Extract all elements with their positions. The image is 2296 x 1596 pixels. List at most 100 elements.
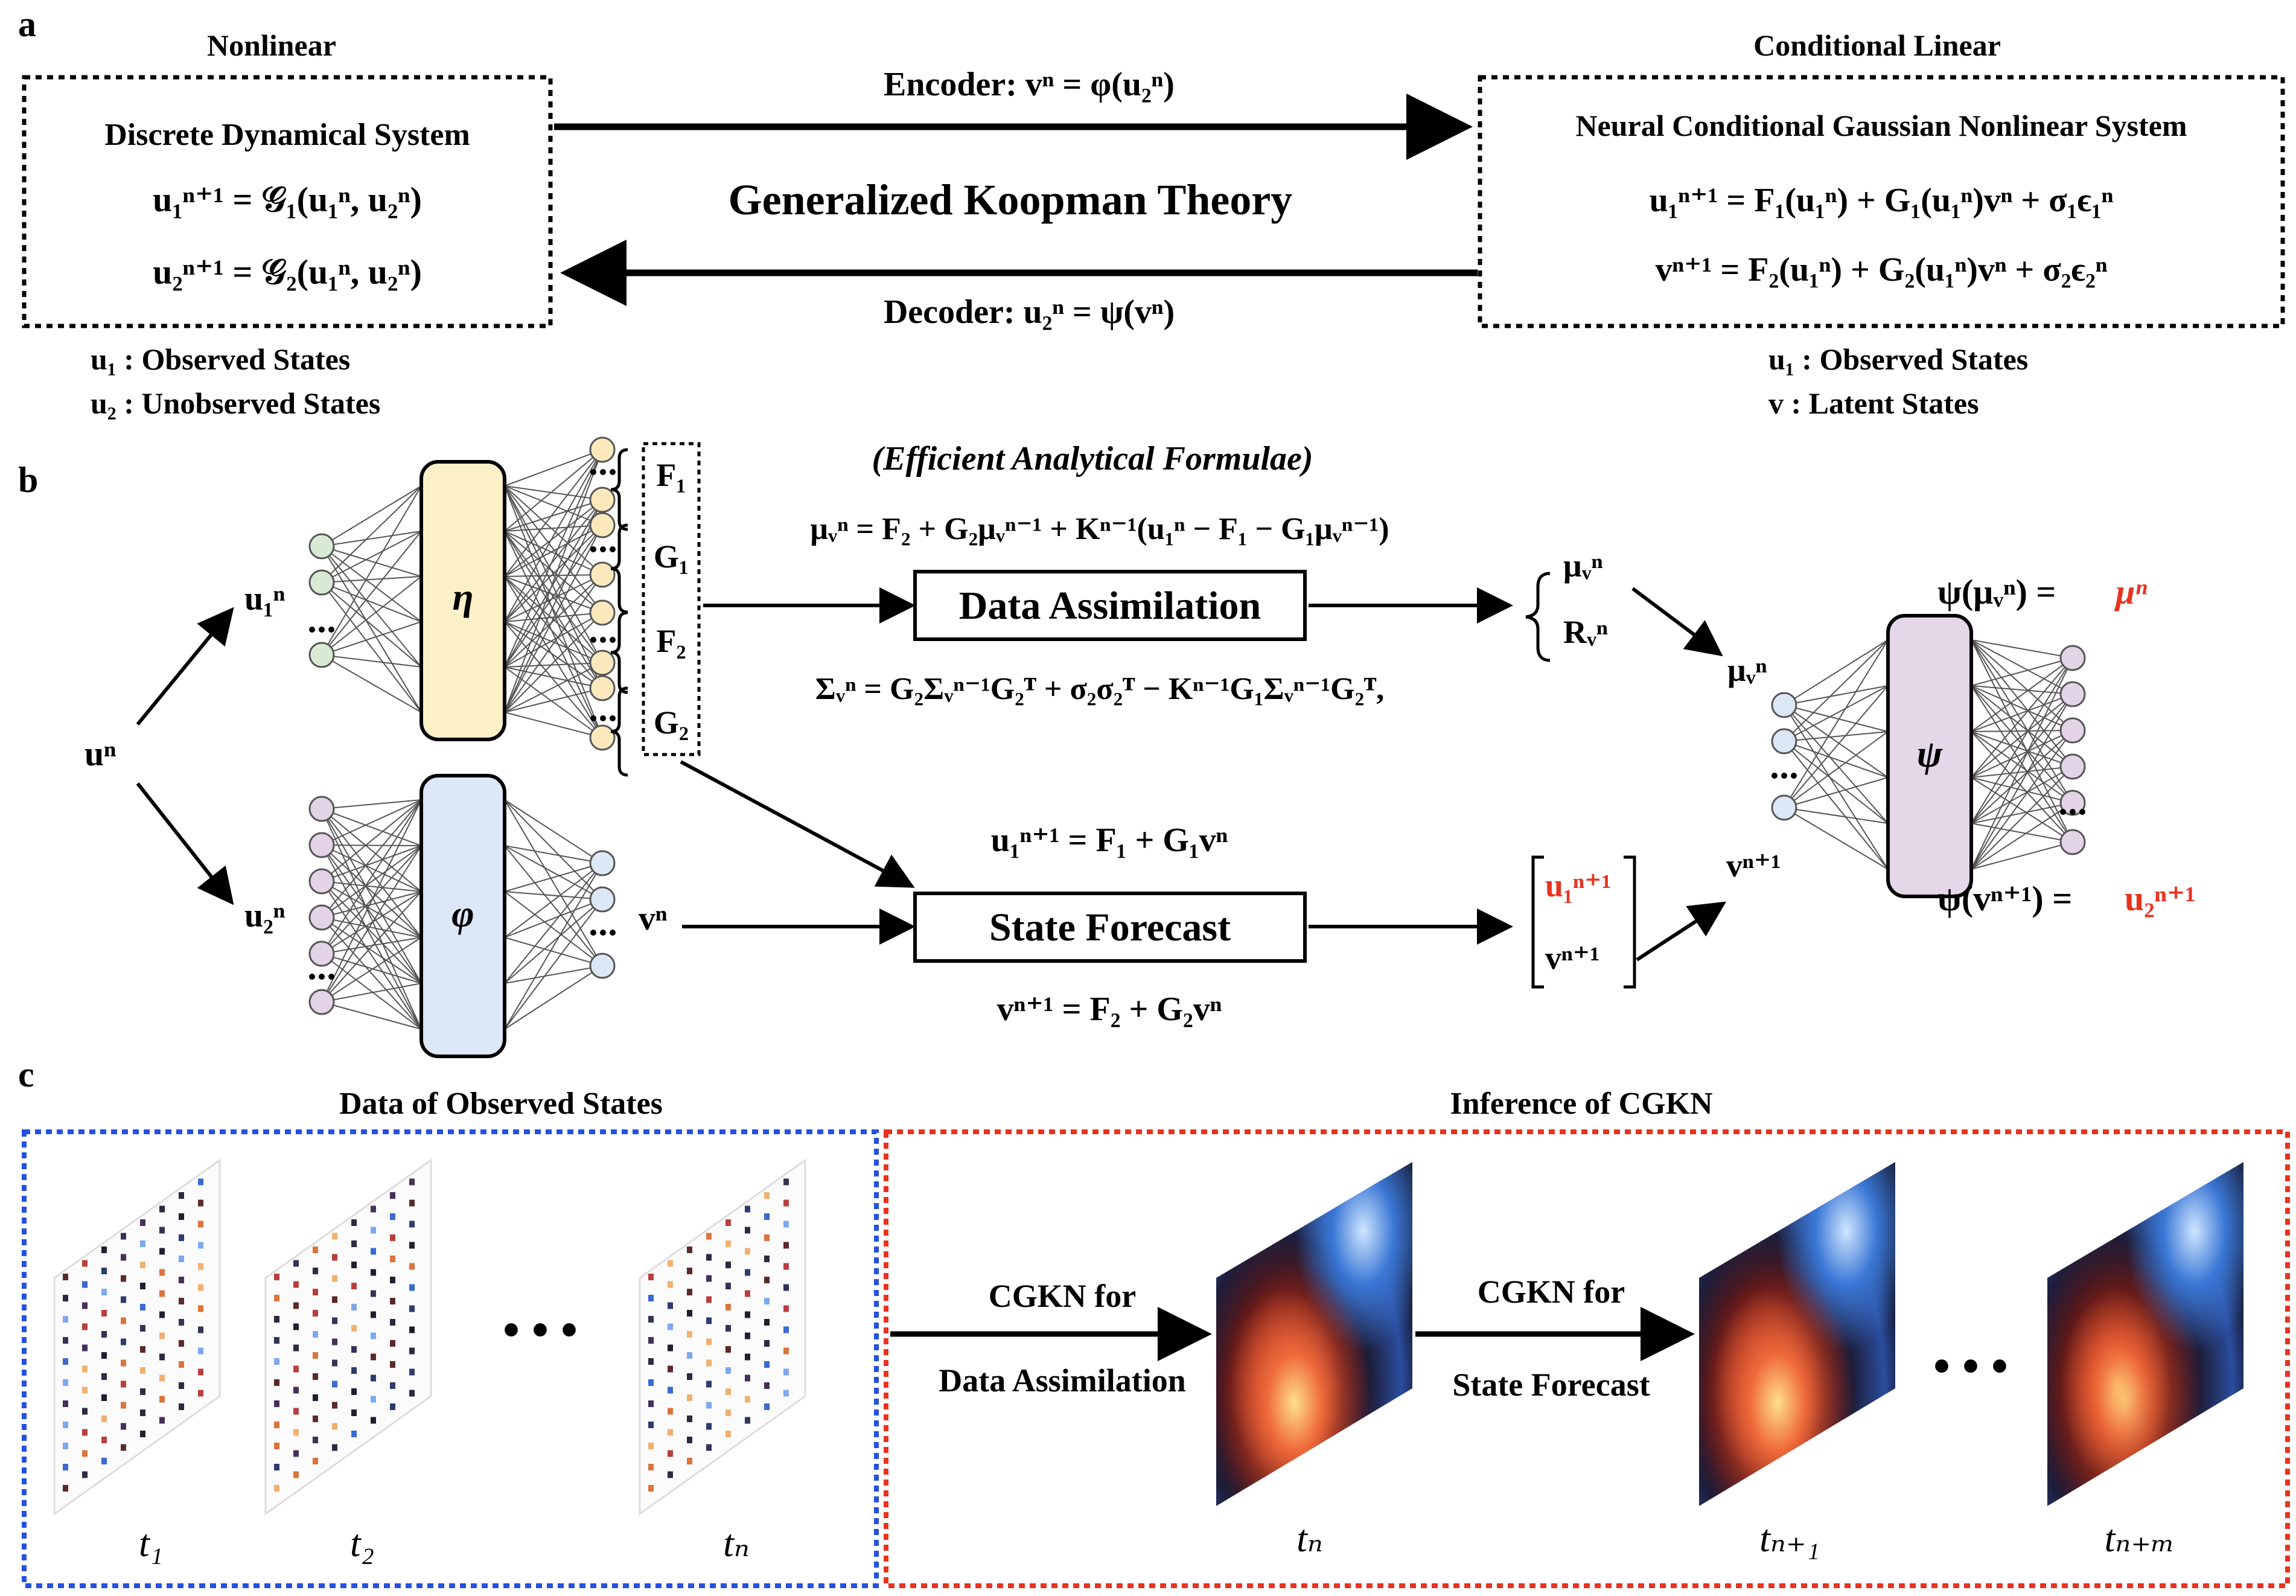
latent-vn: vⁿ: [639, 900, 667, 937]
sf-output-bracket-right: [1624, 855, 1636, 989]
network-edge: [504, 891, 603, 900]
network-edge: [321, 799, 422, 809]
phi-label: φ: [451, 892, 474, 935]
vorticity-field-tn: [1216, 1162, 1412, 1506]
observation-dot: [783, 1284, 789, 1291]
observation-dot: [140, 1367, 145, 1374]
observation-dot: [332, 1381, 337, 1388]
cgkn-sf-top: CGKN for: [1478, 1274, 1625, 1310]
network-node: [308, 940, 335, 967]
observation-dot: [764, 1319, 770, 1326]
network-edge: [504, 449, 603, 622]
right-note-latent: v : Latent States: [1768, 386, 1979, 420]
network-edge: [321, 576, 422, 656]
observation-dot: [293, 1323, 299, 1330]
time-label-t2: t₂: [350, 1522, 374, 1565]
observation-dot: [140, 1388, 145, 1395]
psi-label: ψ: [1917, 732, 1944, 775]
observation-dot: [293, 1365, 299, 1373]
observation-dot: [198, 1390, 203, 1397]
network-edge: [504, 485, 603, 500]
network-edge: [321, 881, 422, 892]
network-edge: [1784, 807, 1889, 870]
observation-dot: [648, 1337, 654, 1344]
sf-output-v: vⁿ⁺¹: [1545, 940, 1599, 976]
observation-dot: [293, 1387, 299, 1394]
network-node: [2059, 753, 2086, 780]
observation-dot: [706, 1444, 712, 1451]
eta-label: η: [452, 575, 473, 618]
network-edge: [504, 531, 603, 613]
psi-bottom-rhs: u₂ⁿ⁺¹: [2125, 879, 2196, 918]
observation-dot: [82, 1450, 88, 1457]
observation-dot: [101, 1458, 107, 1464]
state-forecast-box: [913, 892, 1307, 963]
observation-dot: [313, 1310, 318, 1317]
observation-dot: [745, 1269, 750, 1276]
observation-dot: [140, 1346, 145, 1353]
output-f2: F₂: [656, 623, 686, 659]
observation-dot: [745, 1374, 750, 1382]
network-edge: [504, 574, 603, 622]
network-edge: [1971, 685, 2073, 843]
observation-dot: [390, 1361, 395, 1368]
time-label-t1: t₁: [139, 1522, 163, 1565]
network-edge: [1971, 639, 2073, 659]
network-edge: [504, 531, 603, 663]
network-edge: [1784, 741, 1889, 824]
discrete-system-box: [22, 75, 553, 328]
observation-dot: [783, 1305, 789, 1312]
observation-dot: [140, 1240, 145, 1247]
observation-dot: [293, 1471, 299, 1478]
observation-dot: [198, 1347, 203, 1355]
observation-dot: [121, 1359, 126, 1367]
network-edge: [1971, 731, 2073, 843]
network-edge: [1971, 802, 2073, 824]
network-edge: [504, 576, 603, 663]
observation-dot: [159, 1205, 165, 1213]
observation-dot: [783, 1368, 789, 1376]
time-label-tn1: tₙ₊₁: [1759, 1517, 1820, 1560]
observation-dot: [332, 1275, 337, 1282]
network-node: [308, 832, 335, 858]
network-edge: [504, 845, 603, 864]
network-edge: [1971, 639, 2073, 843]
network-edge: [504, 799, 603, 864]
observation-dot: [313, 1373, 318, 1380]
observation-dot: [313, 1416, 318, 1422]
observation-dot: [293, 1344, 299, 1352]
arrow-mu-to-psi: [1631, 587, 1723, 657]
observation-dot: [745, 1417, 750, 1424]
observation-dot: [409, 1199, 415, 1207]
network-edge: [1971, 731, 2073, 767]
network-edge: [321, 485, 422, 547]
network-edge: [504, 899, 603, 938]
observation-dot: [313, 1458, 318, 1464]
network-edge: [321, 799, 422, 882]
network-edge: [504, 863, 603, 892]
network-edge: [1784, 741, 1889, 870]
network-edge: [321, 799, 422, 918]
observation-dot: [783, 1199, 789, 1207]
observation-dot: [390, 1192, 395, 1199]
network-edge: [504, 485, 603, 575]
time-label-tn-inferred: tₙ: [1296, 1517, 1323, 1560]
decoder-label: Decoder: u₂ⁿ = ψ(vⁿ): [884, 293, 1175, 331]
network-edge: [321, 881, 422, 938]
observation-dot: [293, 1260, 299, 1267]
network-edge: [504, 612, 603, 622]
observation-dot: [332, 1254, 337, 1261]
observation-dot: [121, 1317, 126, 1324]
network-node: [589, 561, 616, 588]
panel-b-label: b: [18, 460, 38, 500]
observation-dot: [63, 1422, 68, 1428]
observation-dot: [764, 1213, 770, 1220]
observation-dot: [159, 1353, 165, 1361]
network-edge: [1971, 657, 2073, 686]
observation-dot: [179, 1192, 184, 1199]
observation-dot: [668, 1281, 673, 1288]
observation-dot: [745, 1248, 750, 1255]
observation-dot: [351, 1388, 357, 1395]
observation-dot: [687, 1437, 692, 1443]
network-edge: [321, 485, 422, 583]
